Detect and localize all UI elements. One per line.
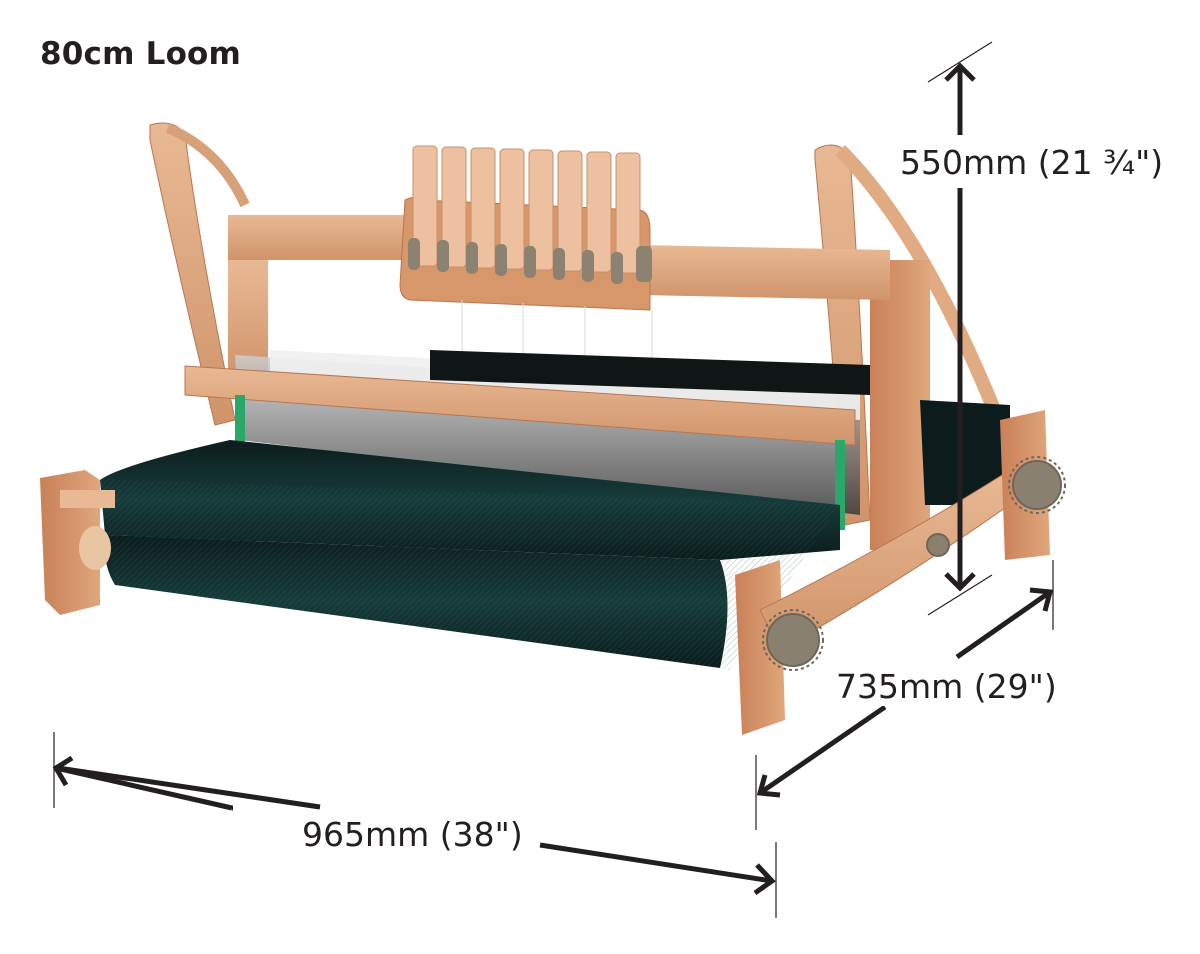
width-dimension-arrow [52,732,777,918]
height-dimension-arrow [927,41,993,616]
height-dimension-label: 550mm (21 ¾") [900,143,1164,182]
width-dimension-label: 965mm (38") [298,815,527,854]
page-title: 80cm Loom [40,36,242,72]
shaft-levers [408,145,653,395]
beater [184,365,856,530]
dimension-lines [52,41,1054,918]
depth-dimension-label: 735mm (29") [832,667,1061,706]
depth-dimension-arrow [755,560,1054,830]
